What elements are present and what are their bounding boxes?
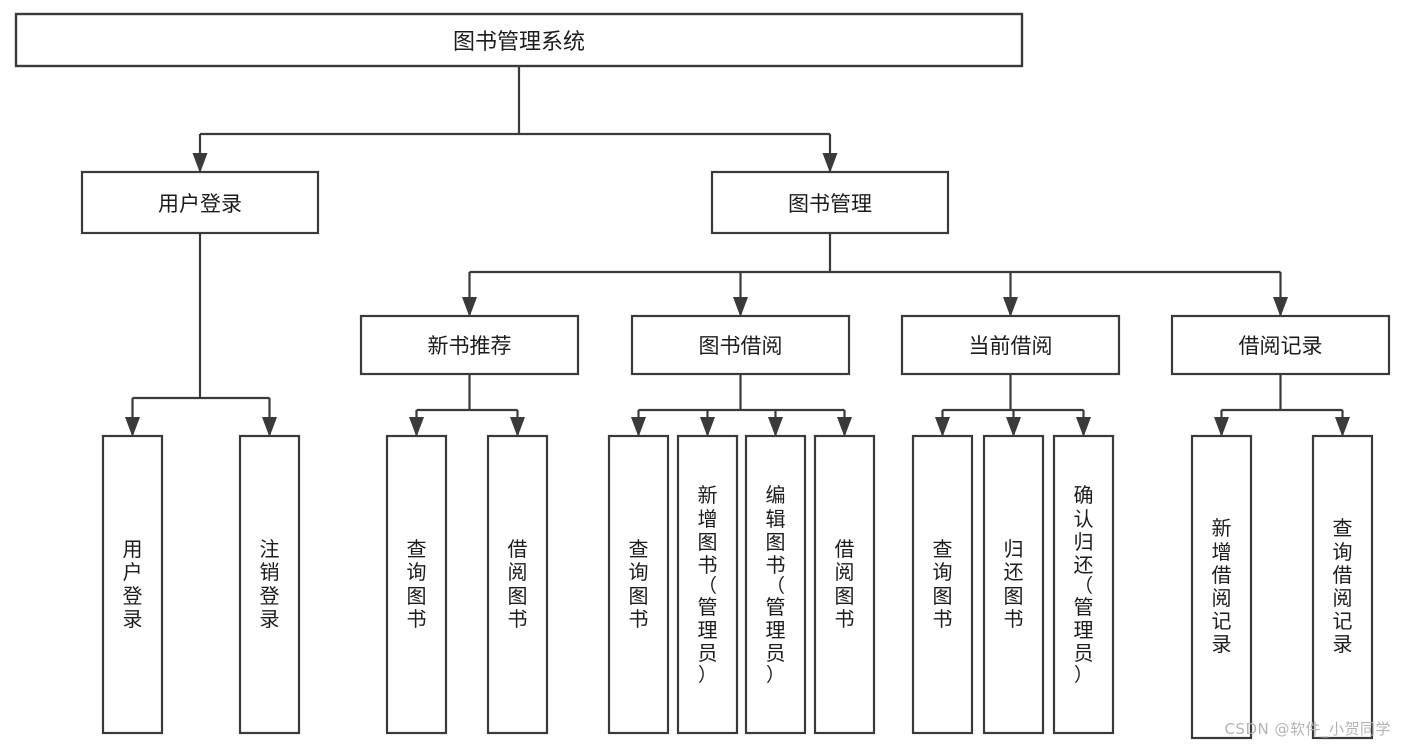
connector-group-book-management bbox=[468, 233, 1282, 315]
connector-arrowhead bbox=[1273, 297, 1288, 317]
node-box-leaf-add-book-admin[interactable] bbox=[676, 434, 739, 735]
node-box-leaf-edit-book-admin[interactable] bbox=[744, 434, 807, 735]
connector-arrowhead bbox=[1006, 417, 1021, 437]
node-box-leaf-add-borrow-record[interactable] bbox=[1190, 434, 1253, 740]
connector-layer bbox=[125, 66, 1350, 437]
connector-arrowhead bbox=[768, 417, 783, 437]
connector-group-borrow-record bbox=[1220, 374, 1344, 435]
connector-arrowhead bbox=[1214, 417, 1229, 437]
node-box-book-borrow[interactable] bbox=[630, 314, 851, 376]
node-box-layer bbox=[14, 12, 1391, 740]
connector-arrowhead bbox=[1076, 417, 1091, 437]
connector-group-new-book-recommend bbox=[415, 374, 519, 435]
node-box-current-borrow[interactable] bbox=[900, 314, 1121, 376]
node-box-leaf-query-book[interactable] bbox=[607, 434, 670, 735]
connector-arrowhead bbox=[631, 417, 646, 437]
connector-arrowhead bbox=[510, 417, 525, 437]
connector-arrowhead bbox=[262, 417, 277, 437]
node-box-book-management[interactable] bbox=[710, 170, 950, 235]
connector-group-root bbox=[198, 66, 832, 171]
node-box-borrow-record[interactable] bbox=[1170, 314, 1391, 376]
connector-arrowhead bbox=[733, 297, 748, 317]
node-box-new-book-recommend[interactable] bbox=[359, 314, 580, 376]
connector-arrowhead bbox=[192, 153, 208, 173]
connector-arrowhead bbox=[935, 417, 950, 437]
node-box-leaf-user-login[interactable] bbox=[101, 434, 164, 735]
connector-arrowhead bbox=[462, 297, 477, 317]
connector-arrowhead bbox=[837, 417, 852, 437]
node-box-leaf-logout[interactable] bbox=[238, 434, 301, 735]
node-box-leaf-borrow-book[interactable] bbox=[813, 434, 876, 735]
node-box-leaf-borrow-book-recommend[interactable] bbox=[486, 434, 549, 735]
connector-group-user-login bbox=[131, 233, 271, 435]
connector-arrowhead bbox=[409, 417, 424, 437]
node-box-leaf-confirm-return-admin[interactable] bbox=[1052, 434, 1115, 735]
node-box-leaf-query-borrow-record[interactable] bbox=[1311, 434, 1374, 740]
node-box-leaf-return-book[interactable] bbox=[982, 434, 1045, 735]
node-box-leaf-query-book-recommend[interactable] bbox=[385, 434, 448, 735]
node-box-user-login[interactable] bbox=[80, 170, 320, 235]
connector-arrowhead bbox=[822, 153, 838, 173]
connector-arrowhead bbox=[125, 417, 140, 437]
connector-arrowhead bbox=[1003, 297, 1018, 317]
connector-group-book-borrow bbox=[637, 374, 846, 435]
node-box-leaf-query-book-current[interactable] bbox=[911, 434, 974, 735]
node-box-root[interactable] bbox=[14, 12, 1024, 68]
connector-arrowhead bbox=[1335, 417, 1350, 437]
connector-arrowhead bbox=[700, 417, 715, 437]
